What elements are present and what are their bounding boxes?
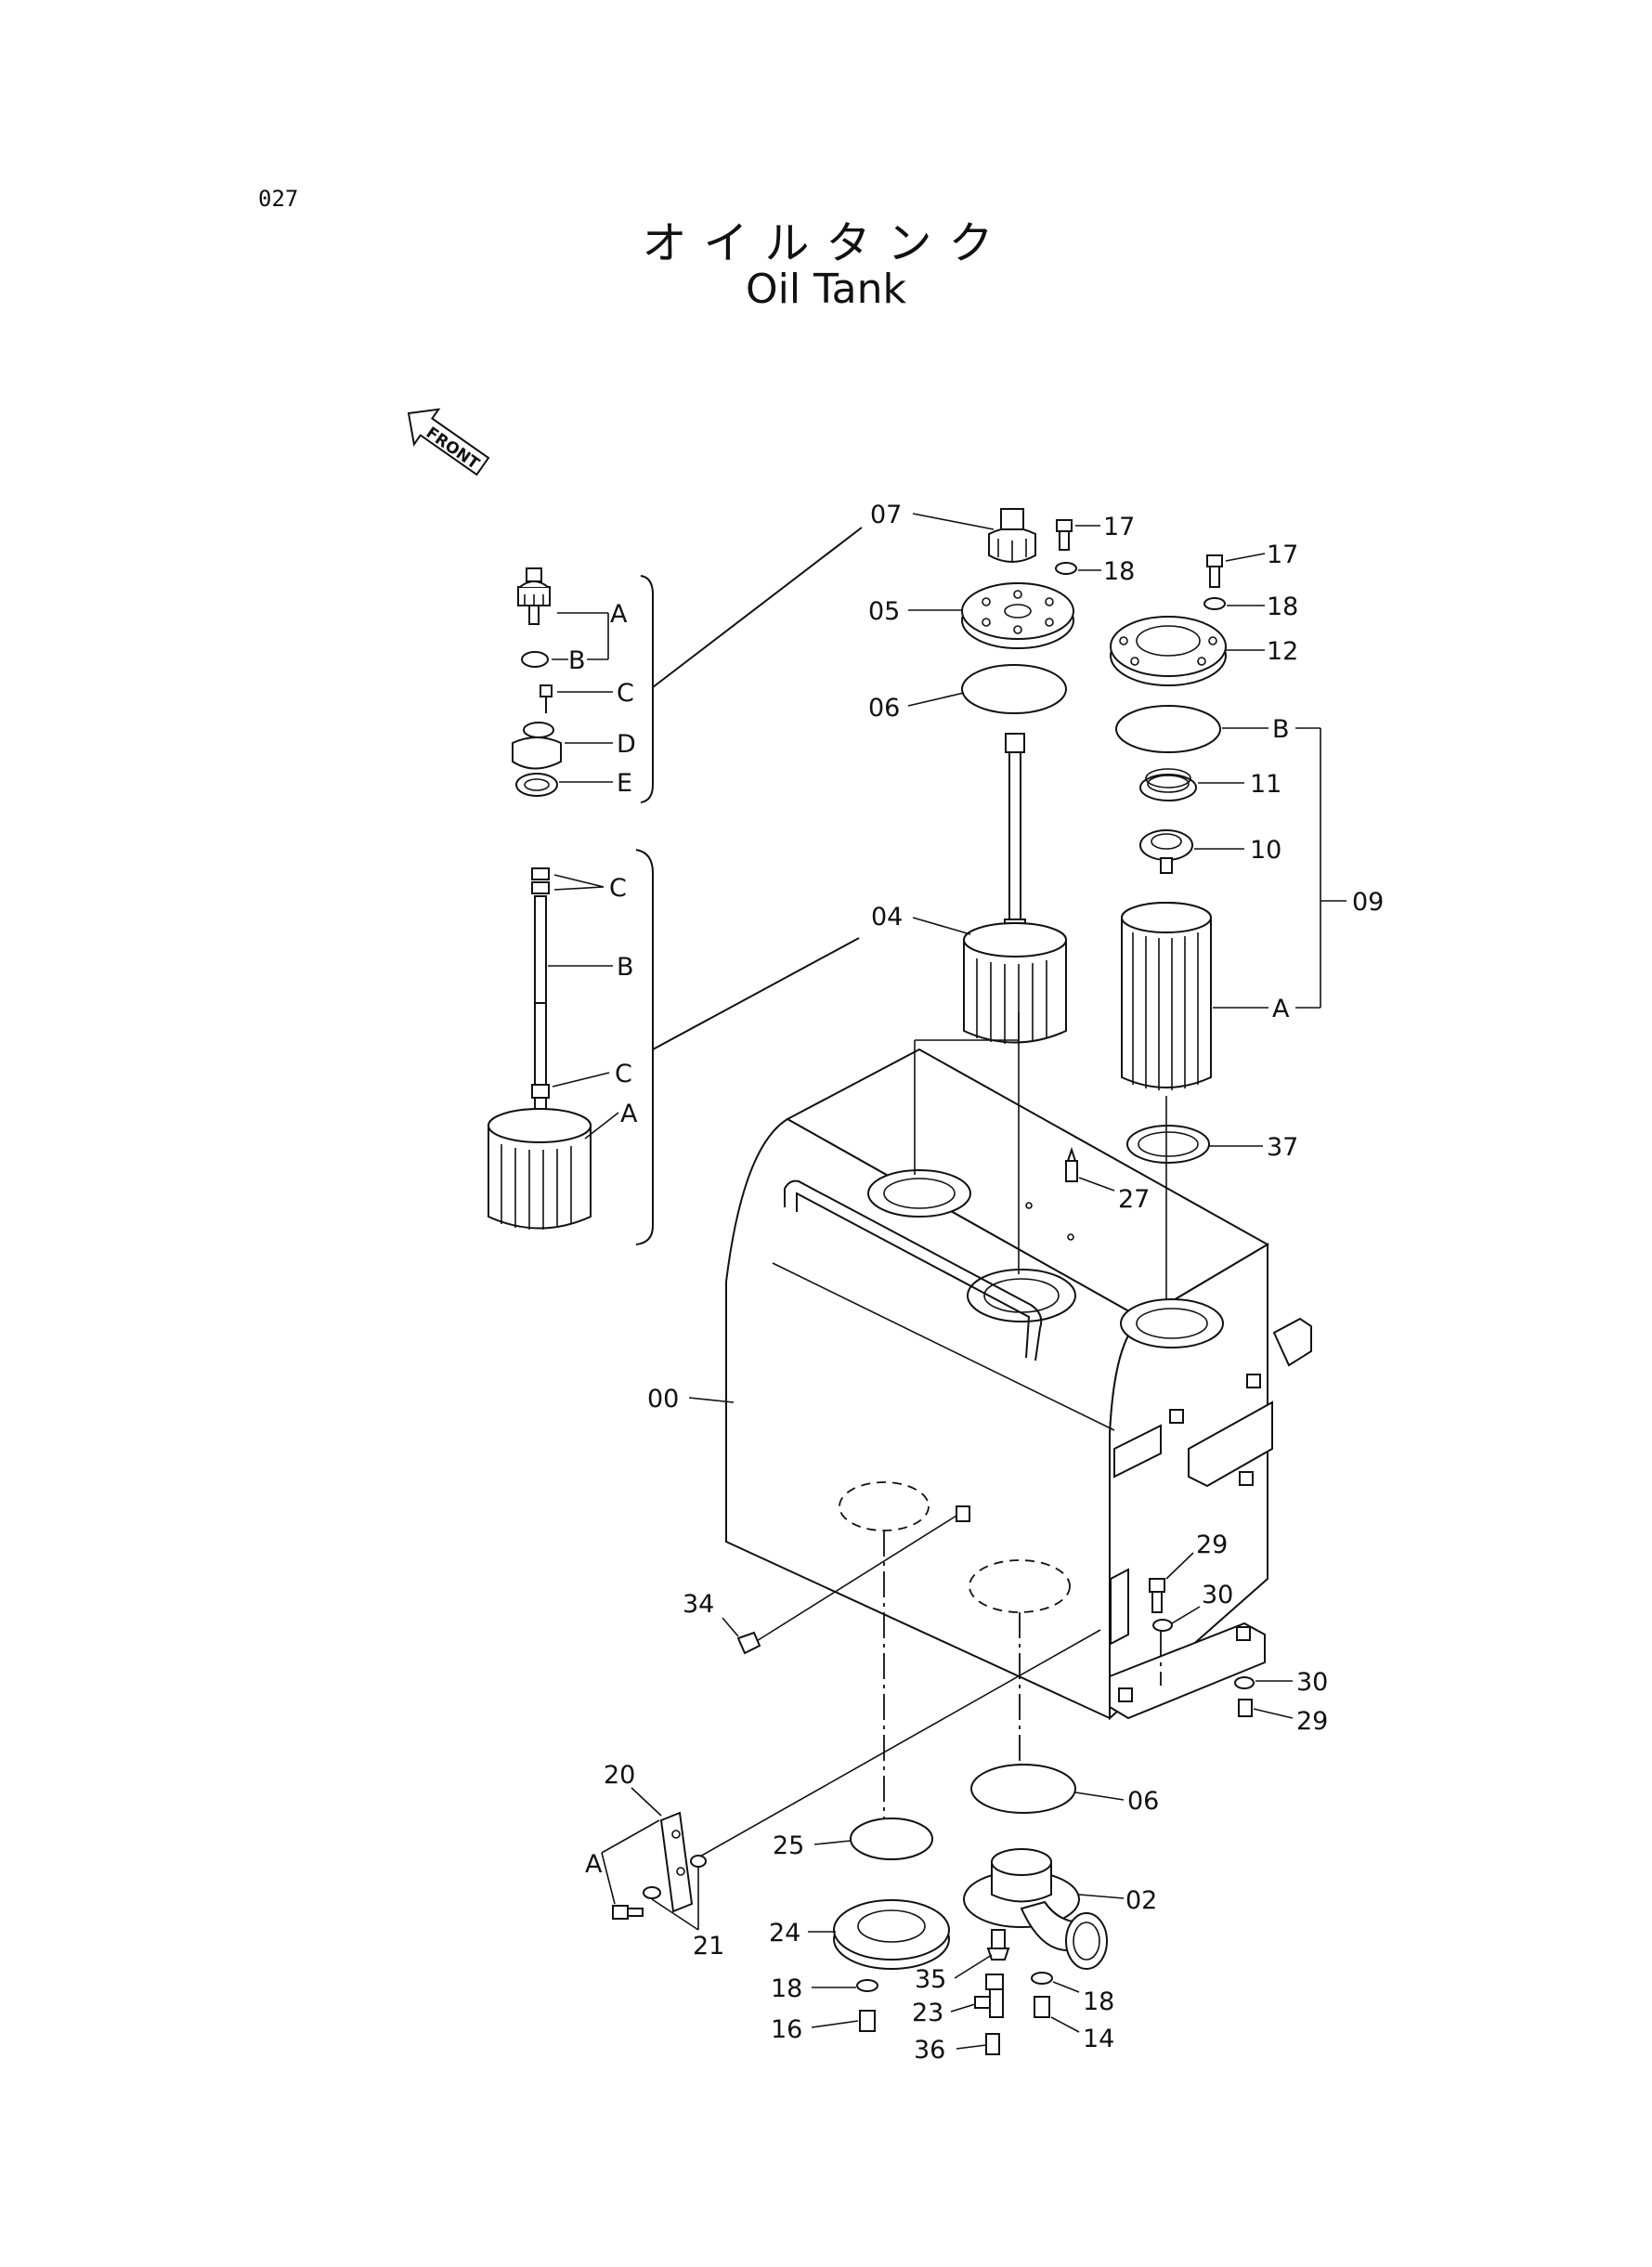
- callout-35: 35: [915, 1965, 946, 1994]
- callout-36: 36: [914, 2036, 945, 2065]
- callout-10: 10: [1250, 836, 1281, 865]
- detail04-A-label: A: [620, 1100, 638, 1128]
- detail-04-group: C B C A: [488, 849, 860, 1245]
- callout-04: 04: [871, 903, 903, 932]
- callout-23: 23: [912, 1999, 943, 2027]
- callout-A-20: A: [585, 1850, 603, 1879]
- callout-20: 20: [604, 1761, 635, 1790]
- callout-18d: 18: [1083, 1987, 1114, 2016]
- title-english: Oil Tank: [746, 266, 906, 313]
- callout-00: 00: [647, 1385, 679, 1414]
- part-24-flange: [833, 1899, 950, 1970]
- callout-30b: 30: [1296, 1668, 1328, 1697]
- callout-07: 07: [870, 501, 902, 529]
- callout-06b: 06: [1127, 1787, 1159, 1816]
- part-20-bracket: [612, 1811, 707, 1920]
- callout-25: 25: [773, 1831, 804, 1860]
- part-07-cap: [988, 508, 1036, 563]
- detail07-D-label: D: [617, 730, 636, 759]
- callout-18c: 18: [771, 1974, 802, 2003]
- callout-29a: 29: [1196, 1531, 1228, 1559]
- callout-09: 09: [1352, 888, 1384, 917]
- title-japanese: オイルタンク: [642, 217, 1010, 269]
- front-arrow-icon: FRONT: [407, 408, 490, 476]
- callout-18a: 18: [1103, 557, 1135, 586]
- callout-30a: 30: [1202, 1581, 1233, 1609]
- callout-02: 02: [1125, 1886, 1157, 1915]
- page-number: 027: [258, 186, 299, 212]
- detail-07-group: A B C D E: [512, 527, 863, 803]
- callout-11: 11: [1250, 770, 1281, 799]
- callout-05: 05: [868, 597, 900, 626]
- callout-17a: 17: [1103, 513, 1135, 541]
- part-05-plate: [961, 582, 1074, 649]
- callout-A-09: A: [1272, 995, 1290, 1023]
- callout-34: 34: [683, 1590, 714, 1619]
- callout-12: 12: [1267, 637, 1298, 666]
- part-02-suction: [963, 1848, 1108, 1970]
- callout-37: 37: [1267, 1133, 1298, 1162]
- detail04-C1-label: C: [609, 874, 627, 903]
- callout-14: 14: [1083, 2025, 1114, 2053]
- part-04-strainer: [963, 733, 1067, 1044]
- detail07-C-label: C: [617, 679, 634, 708]
- part-09A-filter: [1121, 902, 1212, 1090]
- part-00-tank: [725, 1048, 1312, 1721]
- callout-29b: 29: [1296, 1707, 1328, 1736]
- callout-16: 16: [771, 2015, 802, 2044]
- detail07-E-label: E: [617, 769, 632, 798]
- detail07-B-label: B: [568, 646, 586, 675]
- part-12-cover: [1110, 616, 1227, 686]
- callout-24: 24: [769, 1919, 800, 1948]
- callout-B-09: B: [1272, 715, 1290, 744]
- callout-06a: 06: [868, 694, 900, 723]
- detail04-B-label: B: [617, 953, 634, 982]
- callout-27: 27: [1118, 1185, 1150, 1214]
- detail04-C2-label: C: [615, 1060, 632, 1088]
- callout-17b: 17: [1267, 541, 1298, 569]
- callout-21: 21: [693, 1932, 724, 1961]
- detail07-A-label: A: [610, 600, 628, 629]
- callout-18b: 18: [1267, 593, 1298, 621]
